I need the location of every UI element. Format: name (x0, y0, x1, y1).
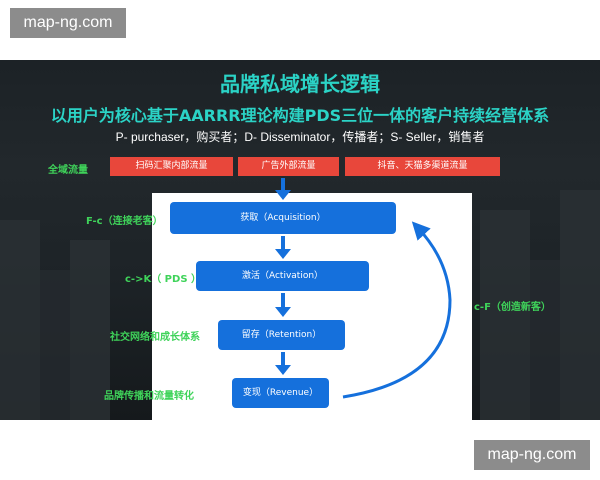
roles-line: P- purchaser，购买者；D- Disseminator，传播者；S- … (115, 130, 485, 144)
traffic-source-internal: 扫码汇聚内部流量 (110, 157, 233, 176)
slide: 品牌私域增长逻辑 以用户为核心基于AARRR理论构建PDS三位一体的客户持续经营… (0, 60, 600, 420)
down-arrow (275, 352, 291, 375)
stage-activation: 激活（Activation） (196, 261, 369, 291)
stage-acquisition: 获取（Acquisition） (170, 202, 396, 234)
building-shape (0, 220, 40, 420)
stage-retention-label: 留存（Retention） (241, 330, 322, 340)
refer-side-label: c-F（创造新客） (474, 302, 551, 313)
down-arrow (275, 236, 291, 259)
watermark-bottom: map-ng.com (474, 440, 590, 470)
building-shape (530, 260, 560, 420)
stage-retention: 留存（Retention） (218, 320, 345, 350)
slide-subtitle: 以用户为核心基于AARRR理论构建PDS三位一体的客户持续经营体系 (50, 106, 550, 125)
stage-activation-label: 激活（Activation） (241, 271, 324, 281)
side-label-revenue: 品牌传播和流量转化 (104, 391, 194, 402)
refer-label: 推荐（Refer） (408, 301, 472, 311)
building-shape (40, 270, 70, 420)
building-shape (480, 210, 530, 420)
side-label-acquisition: F-c（连接老客） (86, 216, 163, 227)
traffic-label: 全域流量 (48, 165, 88, 176)
refer-loop-arrow (342, 221, 452, 399)
stage-revenue-label: 变现（Revenue） (242, 388, 319, 398)
slide-title: 品牌私域增长逻辑 (220, 72, 380, 96)
down-arrow (275, 293, 291, 317)
side-label-retention: 社交网络和成长体系 (110, 332, 200, 343)
traffic-source-ads: 广告外部流量 (238, 157, 339, 176)
stage-revenue: 变现（Revenue） (232, 378, 329, 408)
watermark-top: map-ng.com (10, 8, 126, 38)
down-arrow (275, 178, 291, 200)
building-shape (70, 240, 110, 420)
building-shape (560, 190, 600, 420)
traffic-source-channels: 抖音、天猫多渠道流量 (345, 157, 500, 176)
arrows-layer (275, 178, 452, 399)
side-label-activation: c->K（ PDS ） (125, 274, 202, 285)
stage-acquisition-label: 获取（Acquisition） (240, 213, 326, 223)
